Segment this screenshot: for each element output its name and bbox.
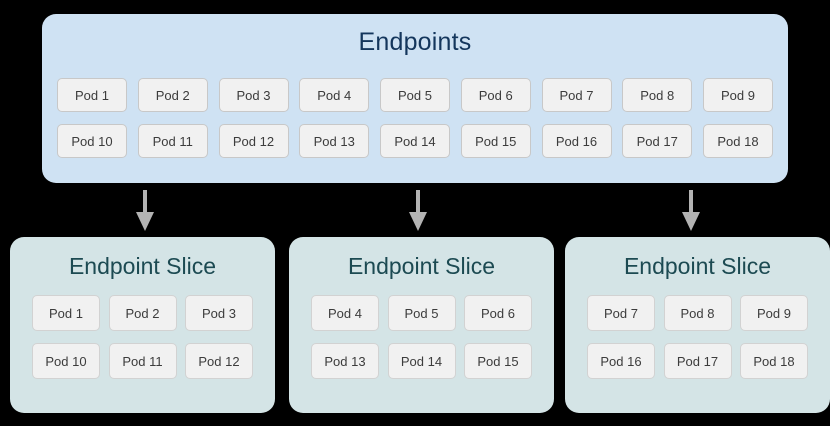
endpoint-slice-box-3: Endpoint Slice Pod 7 Pod 8 Pod 9 Pod 16 … (565, 237, 830, 413)
pod-chip[interactable]: Pod 1 (32, 295, 100, 331)
pod-chip[interactable]: Pod 7 (541, 78, 612, 112)
endpoint-slice-pod-grid: Pod 7 Pod 8 Pod 9 Pod 16 Pod 17 Pod 18 (587, 295, 808, 379)
arrow-down-icon (132, 190, 158, 232)
endpoints-pod-row-2: Pod 10 Pod 11 Pod 12 Pod 13 Pod 14 Pod 1… (57, 124, 773, 158)
pod-chip[interactable]: Pod 17 (663, 343, 732, 379)
endpoint-slice-pod-row-2: Pod 10 Pod 11 Pod 12 (32, 343, 253, 379)
pod-chip[interactable]: Pod 11 (108, 343, 177, 379)
arrow-down-icon (678, 190, 704, 232)
pod-chip[interactable]: Pod 8 (663, 295, 732, 331)
pod-chip[interactable]: Pod 16 (541, 124, 612, 158)
endpoints-title: Endpoints (358, 28, 472, 56)
endpoint-slice-title: Endpoint Slice (68, 253, 217, 279)
pod-chip[interactable]: Pod 5 (387, 295, 456, 331)
pod-chip[interactable]: Pod 6 (464, 295, 532, 331)
pod-chip[interactable]: Pod 18 (703, 124, 773, 158)
pod-chip[interactable]: Pod 12 (218, 124, 289, 158)
pod-chip[interactable]: Pod 3 (218, 78, 289, 112)
endpoints-box: Endpoints Pod 1 Pod 2 Pod 3 Pod 4 Pod 5 … (42, 14, 788, 183)
endpoint-slice-pod-grid: Pod 1 Pod 2 Pod 3 Pod 10 Pod 11 Pod 12 (32, 295, 253, 379)
pod-chip[interactable]: Pod 17 (622, 124, 693, 158)
endpoints-pod-grid: Pod 1 Pod 2 Pod 3 Pod 4 Pod 5 Pod 6 Pod … (57, 78, 773, 158)
endpoint-slice-pod-row-2: Pod 16 Pod 17 Pod 18 (587, 343, 808, 379)
pod-chip[interactable]: Pod 14 (387, 343, 456, 379)
pod-chip[interactable]: Pod 11 (137, 124, 208, 158)
endpoint-slice-pod-row-1: Pod 1 Pod 2 Pod 3 (32, 295, 253, 331)
pod-chip[interactable]: Pod 16 (587, 343, 655, 379)
pod-chip[interactable]: Pod 4 (311, 295, 379, 331)
pod-chip[interactable]: Pod 10 (32, 343, 100, 379)
endpoint-slice-title: Endpoint Slice (347, 253, 496, 279)
pod-chip[interactable]: Pod 2 (137, 78, 208, 112)
arrow-down-icon (405, 190, 431, 232)
pod-chip[interactable]: Pod 18 (740, 343, 808, 379)
pod-chip[interactable]: Pod 9 (703, 78, 773, 112)
pod-chip[interactable]: Pod 1 (57, 78, 127, 112)
pod-chip[interactable]: Pod 5 (380, 78, 450, 112)
pod-chip[interactable]: Pod 10 (57, 124, 127, 158)
pod-chip[interactable]: Pod 7 (587, 295, 655, 331)
endpoint-slice-title: Endpoint Slice (623, 253, 772, 279)
pod-chip[interactable]: Pod 13 (311, 343, 379, 379)
pod-chip[interactable]: Pod 4 (299, 78, 370, 112)
pod-chip[interactable]: Pod 15 (464, 343, 532, 379)
pod-chip[interactable]: Pod 14 (380, 124, 450, 158)
endpoint-slice-pod-row-1: Pod 4 Pod 5 Pod 6 (311, 295, 532, 331)
endpoint-slice-box-1: Endpoint Slice Pod 1 Pod 2 Pod 3 Pod 10 … (10, 237, 275, 413)
pod-chip[interactable]: Pod 9 (740, 295, 808, 331)
pod-chip[interactable]: Pod 13 (299, 124, 370, 158)
pod-chip[interactable]: Pod 15 (460, 124, 531, 158)
pod-chip[interactable]: Pod 6 (460, 78, 531, 112)
endpoint-slice-box-2: Endpoint Slice Pod 4 Pod 5 Pod 6 Pod 13 … (289, 237, 554, 413)
pod-chip[interactable]: Pod 12 (185, 343, 253, 379)
endpoint-slice-pod-grid: Pod 4 Pod 5 Pod 6 Pod 13 Pod 14 Pod 15 (311, 295, 532, 379)
endpoint-slice-pod-row-1: Pod 7 Pod 8 Pod 9 (587, 295, 808, 331)
endpoints-pod-row-1: Pod 1 Pod 2 Pod 3 Pod 4 Pod 5 Pod 6 Pod … (57, 78, 773, 112)
endpoint-slice-pod-row-2: Pod 13 Pod 14 Pod 15 (311, 343, 532, 379)
pod-chip[interactable]: Pod 3 (185, 295, 253, 331)
pod-chip[interactable]: Pod 2 (108, 295, 177, 331)
pod-chip[interactable]: Pod 8 (622, 78, 693, 112)
